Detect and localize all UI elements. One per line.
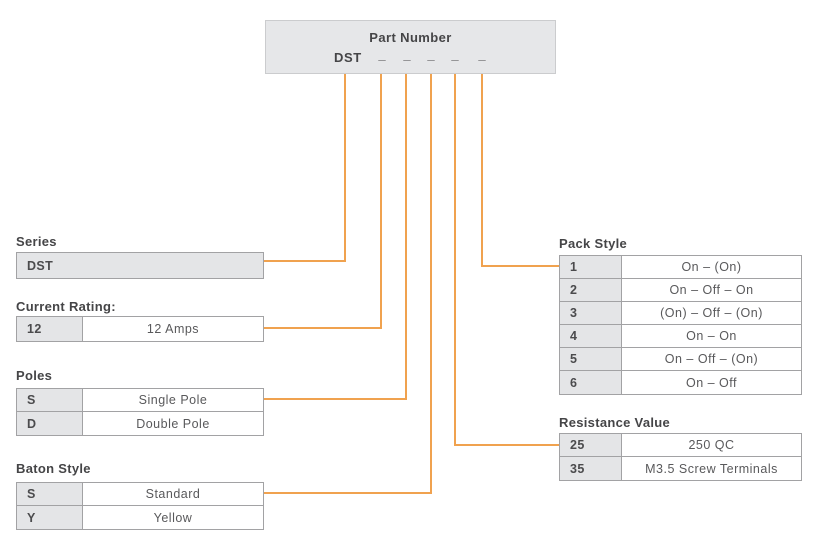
table-row: 12 12 Amps [17, 317, 263, 341]
series-table: DST [16, 252, 264, 279]
table-row: Y Yellow [17, 506, 263, 529]
pack-style-value-cell: On – (On) [681, 260, 742, 274]
connector-pack-style-vertical [481, 74, 483, 266]
pack-style-table: 1 On – (On) 2 On – Off – On 3 (On) – Off… [559, 255, 802, 395]
part-number-prefix: DST [334, 50, 362, 65]
resistance-value-value-cell: 250 QC [688, 438, 735, 452]
baton-style-key-cell: Y [17, 506, 83, 529]
baton-style-label: Baton Style [16, 461, 91, 476]
pack-style-value-cell: (On) – Off – (On) [660, 306, 763, 320]
current-rating-table: 12 12 Amps [16, 316, 264, 342]
part-number-title: Part Number [369, 30, 452, 45]
connector-resistance-vertical [454, 74, 456, 445]
resistance-value-key-cell: 35 [560, 457, 622, 480]
connector-resistance-horizontal [454, 444, 559, 446]
pack-style-key-cell: 1 [560, 256, 622, 278]
table-row: 25 250 QC [560, 434, 801, 457]
part-number-box: Part Number DST _ _ _ _ _ [265, 20, 556, 74]
current-rating-label: Current Rating: [16, 299, 116, 314]
table-row: 5 On – Off – (On) [560, 348, 801, 371]
connector-poles-horizontal [264, 398, 407, 400]
connector-poles-vertical [405, 74, 407, 399]
table-row: 2 On – Off – On [560, 279, 801, 302]
pack-style-key-cell: 5 [560, 348, 622, 370]
connector-current-rating-horizontal [264, 327, 382, 329]
part-number-blank: _ [378, 47, 386, 62]
table-row: 6 On – Off [560, 371, 801, 394]
pack-style-key-cell: 4 [560, 325, 622, 347]
table-row: S Single Pole [17, 389, 263, 412]
connector-baton-style-vertical [430, 74, 432, 493]
part-number-blank: _ [451, 47, 459, 62]
pack-style-label: Pack Style [559, 236, 628, 251]
table-row: S Standard [17, 483, 263, 506]
pack-style-value-cell: On – Off – (On) [664, 352, 759, 366]
part-number-blank: _ [478, 47, 486, 62]
series-label: Series [16, 234, 57, 249]
pack-style-key-cell: 3 [560, 302, 622, 324]
pack-style-key-cell: 6 [560, 371, 622, 394]
table-row: D Double Pole [17, 412, 263, 435]
baton-style-key-cell: S [17, 483, 83, 505]
connector-baton-style-horizontal [264, 492, 432, 494]
connector-pack-style-horizontal [481, 265, 559, 267]
table-row: 35 M3.5 Screw Terminals [560, 457, 801, 480]
resistance-value-key-cell: 25 [560, 434, 622, 456]
baton-style-table: S Standard Y Yellow [16, 482, 264, 530]
table-row: 4 On – On [560, 325, 801, 348]
table-row: 1 On – (On) [560, 256, 801, 279]
current-rating-key-cell: 12 [17, 317, 83, 341]
table-row: DST [17, 253, 263, 278]
part-number-blank: _ [427, 47, 435, 62]
series-key-cell: DST [17, 253, 263, 278]
connector-current-rating-vertical [380, 74, 382, 328]
poles-value-cell: Single Pole [138, 393, 208, 407]
table-row: 3 (On) – Off – (On) [560, 302, 801, 325]
poles-key-cell: D [17, 412, 83, 435]
baton-style-value-cell: Standard [145, 487, 201, 501]
baton-style-value-cell: Yellow [153, 510, 193, 525]
poles-value-cell: Double Pole [136, 416, 210, 431]
pack-style-value-cell: On – Off – On [669, 283, 754, 297]
pack-style-value-cell: On – Off [685, 375, 737, 390]
pack-style-key-cell: 2 [560, 279, 622, 301]
poles-table: S Single Pole D Double Pole [16, 388, 264, 436]
connector-series-horizontal [264, 260, 346, 262]
part-number-blank: _ [403, 47, 411, 62]
resistance-value-label: Resistance Value [559, 415, 671, 430]
poles-label: Poles [16, 368, 53, 383]
current-rating-value-cell: 12 Amps [146, 322, 200, 336]
resistance-value-value-cell: M3.5 Screw Terminals [645, 461, 778, 476]
pack-style-value-cell: On – On [686, 329, 737, 343]
connector-series-vertical [344, 74, 346, 262]
resistance-value-table: 25 250 QC 35 M3.5 Screw Terminals [559, 433, 802, 481]
poles-key-cell: S [17, 389, 83, 411]
